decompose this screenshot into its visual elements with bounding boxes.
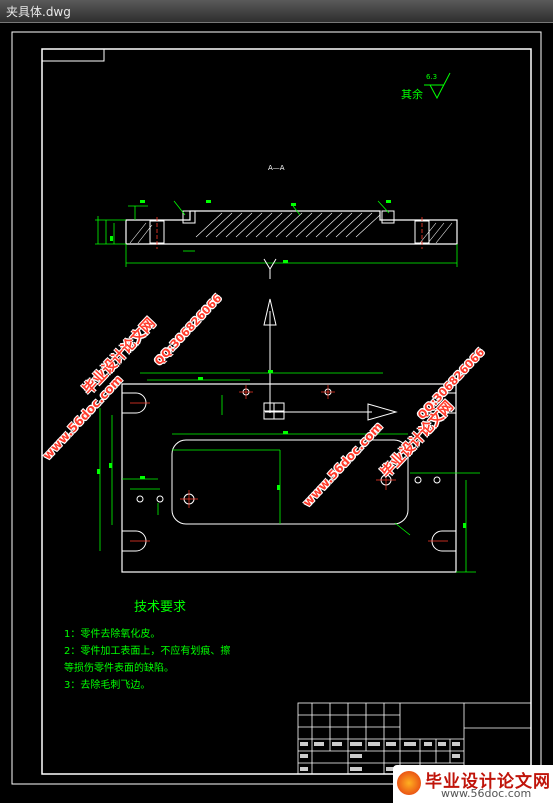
requirement-1: 1：零件去除氧化皮。 <box>64 627 160 640</box>
cad-drawing: 其余 6.3 A—A <box>11 31 542 785</box>
outer-border <box>11 31 542 785</box>
roughness-value: 6.3 <box>426 73 437 81</box>
title-block <box>297 702 532 775</box>
title-bar: 夹具体.dwg <box>0 0 553 23</box>
roughness-label: 其余 <box>401 87 423 101</box>
requirement-2-cont: 等损伤零件表面的缺陷。 <box>64 661 174 674</box>
logo-main-text: 毕业设计论文网 <box>425 772 551 792</box>
logo-url-text: www.56doc.com <box>441 787 532 800</box>
requirement-3: 3：去除毛刺飞边。 <box>64 678 150 691</box>
section-view <box>125 210 458 249</box>
section-dimensions <box>95 200 458 267</box>
inner-border <box>41 48 532 775</box>
roughness-symbol <box>429 72 451 100</box>
requirements-heading: 技术要求 <box>134 600 186 615</box>
y-axis-symbol <box>263 258 277 279</box>
window-title: 夹具体.dwg <box>6 5 71 19</box>
corner-label-box <box>41 48 105 62</box>
plan-view <box>121 298 457 573</box>
requirement-2: 2：零件加工表面上，不应有划痕、擦 <box>64 644 230 657</box>
section-label: A—A <box>268 164 285 172</box>
site-logo: 毕业设计论文网 www.56doc.com <box>393 765 553 803</box>
drawing-canvas[interactable]: 其余 6.3 A—A <box>0 23 553 803</box>
logo-badge-icon <box>397 771 421 795</box>
